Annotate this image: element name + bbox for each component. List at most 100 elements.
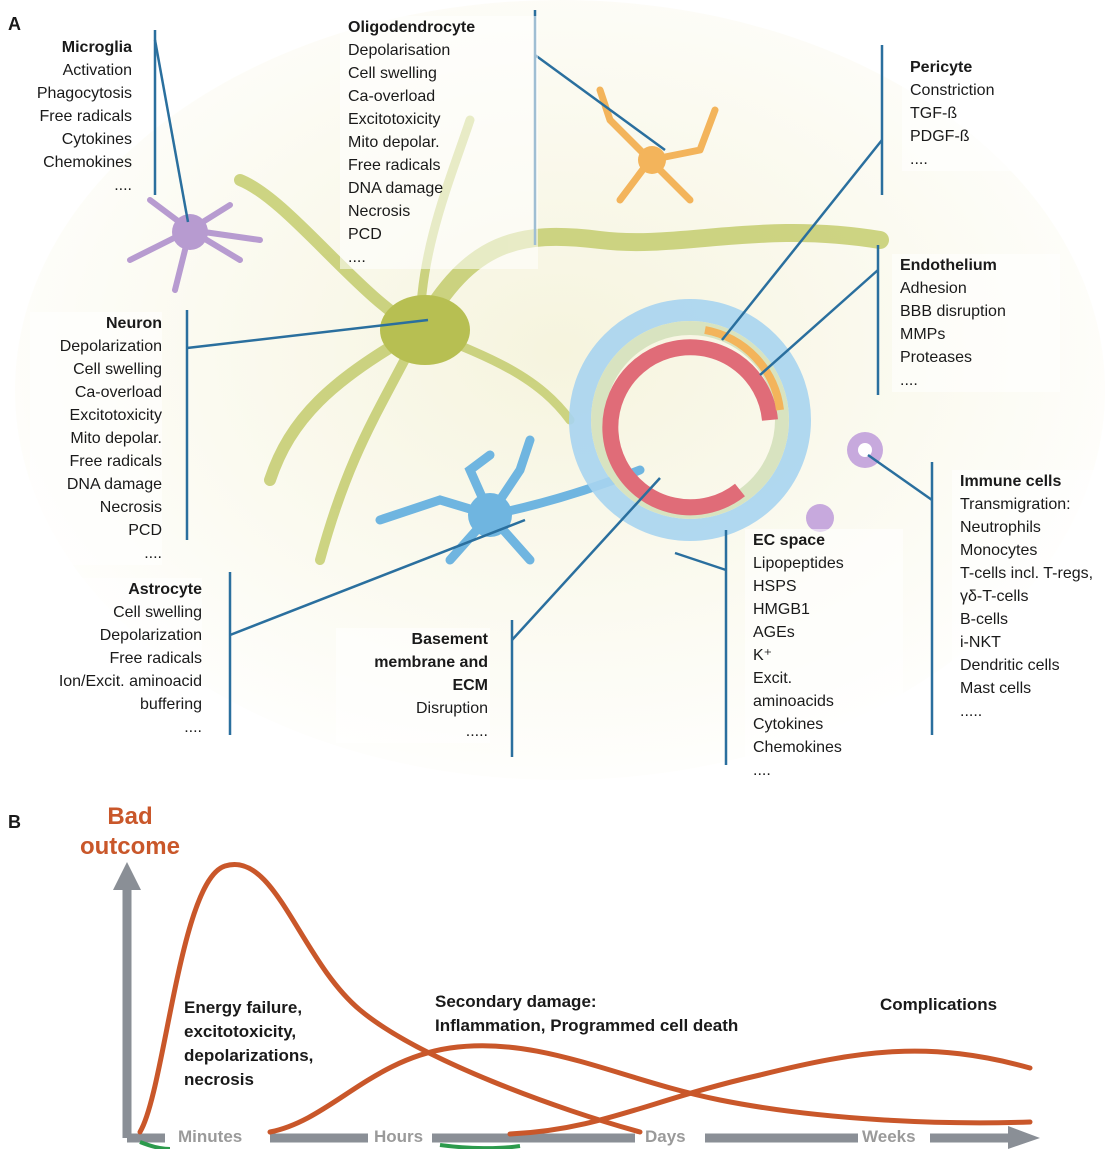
oligodendrocyte-item: Depolarisation (348, 42, 451, 59)
astrocyte-item: Depolarization (99, 627, 202, 644)
curve-complications-phase (507, 1048, 1033, 1137)
immune-cell-2 (806, 504, 834, 532)
neuron-label: Neuron Depolarization Cell swelling Ca-o… (30, 312, 162, 565)
immune-cells-item: i-NKT (960, 634, 1001, 651)
pericyte-item: TGF-ß (910, 105, 958, 122)
vessel-outer (569, 299, 811, 541)
phase-secondary-line: Inflammation, Programmed cell death (435, 1016, 739, 1035)
ec-space-title: EC space (753, 532, 826, 549)
astrocyte-item: Cell swelling (113, 604, 202, 621)
microglia-item: Cytokines (61, 131, 132, 148)
neuron-item: PCD (128, 522, 162, 539)
endothelium-item: .... (900, 372, 918, 389)
y-axis-label-line: Bad (107, 803, 153, 830)
pericyte-label: Pericyte Constriction TGF-ß PDGF-ß .... (902, 56, 1050, 171)
microglia-item: Phagocytosis (36, 85, 132, 102)
ec-space-item: Chemokines (753, 739, 842, 756)
phase-early-line: Energy failure, (184, 998, 303, 1017)
astrocyte-label: Astrocyte Cell swelling Depolarization F… (20, 578, 202, 739)
oligodendrocyte-title: Oligodendrocyte (348, 19, 476, 36)
immune-cells-item: Transmigration: (960, 496, 1071, 513)
neuron-item: Depolarization (59, 338, 162, 355)
astrocyte-item: .... (184, 719, 202, 736)
y-axis-label: Bad outcome (70, 802, 190, 862)
microglia-item: Chemokines (43, 154, 132, 171)
ec-space-item: Lipopeptides (753, 555, 844, 572)
ec-space-item: AGEs (753, 624, 795, 641)
ec-space-item: K⁺ (753, 647, 773, 664)
ec-space-item: HMGB1 (753, 601, 810, 618)
immune-cells-item: Neutrophils (960, 519, 1041, 536)
microglia-item: Free radicals (39, 108, 132, 125)
oligodendrocyte-item: Excitotoxicity (348, 111, 441, 128)
astrocyte-item: buffering (140, 696, 202, 713)
neuron-item: .... (144, 545, 162, 562)
phase-early-line: depolarizations, (184, 1046, 314, 1065)
oligodendrocyte-item: PCD (348, 226, 382, 243)
x-tick-days: Days (645, 1127, 686, 1146)
astrocyte-item: Ion/Excit. aminoacid (58, 673, 202, 690)
phase-secondary-label: Secondary damage: Inflammation, Programm… (435, 990, 738, 1038)
oligodendrocyte-item: DNA damage (348, 180, 444, 197)
phase-complications-label: Complications (880, 995, 998, 1014)
oligodendrocyte-item: .... (348, 249, 366, 266)
neuron-title: Neuron (106, 315, 162, 332)
phase-early-line: necrosis (184, 1070, 254, 1089)
x-tick-weeks: Weeks (862, 1127, 916, 1146)
panel-b-label: B (8, 812, 21, 832)
neuron-item: DNA damage (66, 476, 162, 493)
pericyte-item: PDGF-ß (910, 128, 970, 145)
basement-item: Disruption (415, 700, 488, 717)
immune-cells-item: B-cells (960, 611, 1009, 628)
pericyte-item: Constriction (910, 82, 995, 99)
astrocyte-title: Astrocyte (128, 581, 202, 598)
immune-cells-item: ..... (960, 703, 983, 720)
immune-cells-item: Dendritic cells (960, 657, 1060, 674)
immune-cells-title: Immune cells (960, 473, 1062, 490)
microglia-title: Microglia (61, 39, 132, 56)
ec-space-item: Cytokines (753, 716, 824, 733)
endothelium-title: Endothelium (900, 257, 997, 274)
basement-title-line: ECM (452, 677, 488, 694)
curve-secondary-phase (267, 1043, 1033, 1135)
endothelium-label: Endothelium Adhesion BBB disruption MMPs… (892, 254, 1060, 392)
microglia-item: .... (114, 177, 132, 194)
neuron-item: Mito depolar. (70, 430, 162, 447)
endothelium-item: BBB disruption (900, 303, 1006, 320)
oligodendrocyte-item: Ca-overload (348, 88, 436, 105)
phase-secondary-line: Secondary damage: (435, 992, 597, 1011)
immune-cells-item: T-cells incl. T-regs, (960, 565, 1094, 582)
endothelium-item: Proteases (900, 349, 973, 366)
astrocyte-item: Free radicals (109, 650, 202, 667)
endothelium-item: MMPs (900, 326, 946, 343)
oligodendrocyte-item: Necrosis (348, 203, 411, 220)
ec-space-item: aminoacids (753, 693, 834, 710)
microglia-label: Microglia Activation Phagocytosis Free r… (20, 36, 132, 197)
basement-title-line: membrane and (374, 654, 488, 671)
microglia-cell (127, 197, 263, 293)
basement-item: ..... (465, 723, 488, 740)
endothelium-item: Adhesion (900, 280, 967, 297)
neuron-item: Excitotoxicity (69, 407, 162, 424)
curve-early-phase (137, 861, 643, 1135)
neuron-soma (380, 295, 470, 365)
astrocyte-soma (468, 493, 512, 537)
vessel-pericyte-layer (704, 326, 784, 411)
pericyte-title: Pericyte (910, 59, 973, 76)
pericyte-soma (638, 146, 666, 174)
y-axis-label-line: outcome (79, 833, 180, 860)
neuron-item: Necrosis (99, 499, 162, 516)
immune-cells-item: Monocytes (960, 542, 1038, 559)
immune-cells-item: Mast cells (960, 680, 1032, 697)
phase-early-line: excitotoxicity, (184, 1022, 297, 1041)
ec-space-label: EC space Lipopeptides HSPS HMGB1 AGEs K⁺… (745, 529, 903, 782)
panel-a-label: A (8, 14, 21, 34)
neuron-item: Ca-overload (74, 384, 162, 401)
immune-cells-item: γδ-T-cells (960, 588, 1029, 605)
ec-space-item: Excit. (753, 670, 793, 687)
outcome-curves (137, 861, 1033, 1137)
vessel-endothelium (602, 339, 778, 516)
microglia-item: Activation (62, 62, 132, 79)
oligodendrocyte-item: Cell swelling (348, 65, 437, 82)
